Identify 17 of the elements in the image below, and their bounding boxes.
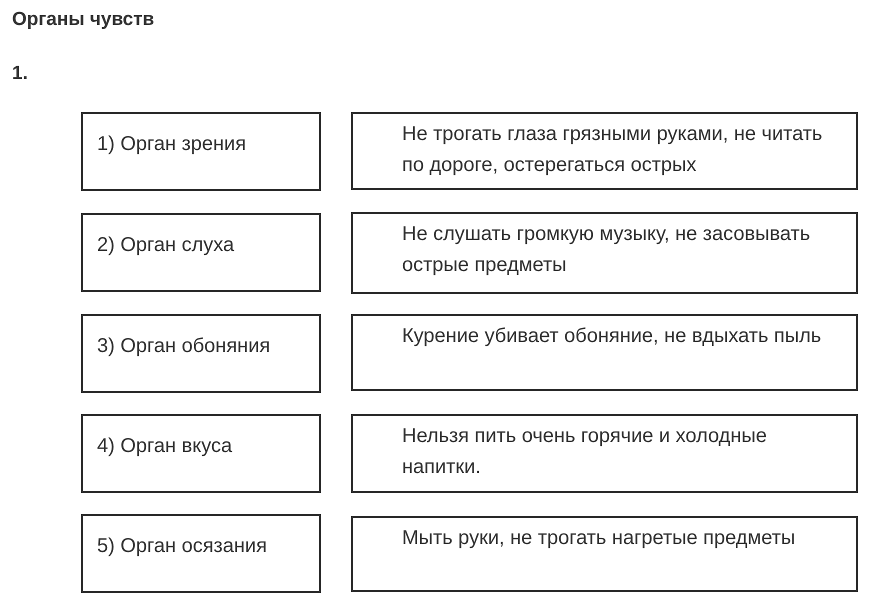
rule-text: Мыть руки, не трогать нагретые предметы [402,526,796,551]
organ-box [81,414,321,493]
organ-box [81,514,321,593]
organ-label: 1) Орган зрения [97,132,246,156]
title: Органы чувств [12,8,154,32]
organ-label: 3) Орган обоняния [97,334,270,358]
organ-label: 4) Орган вкуса [97,434,232,458]
organ-box [81,213,321,292]
rule-text: Курение убивает обоняние, не вдыхать пыль [402,324,822,349]
organ-label: 5) Орган осязания [97,534,267,558]
organ-box [81,112,321,191]
rule-text: Нельзя пить очень горячие и холодные напитки. [402,424,768,480]
rule-text: Не трогать глаза грязными руками, не читать по дороге, остерегаться острых [402,122,824,178]
organ-box [81,314,321,393]
organ-label: 2) Орган слуха [97,232,234,258]
task-number: 1. [12,62,28,86]
rule-text: Не слушать громкую музыку, не засовывать острые предметы [402,222,812,278]
